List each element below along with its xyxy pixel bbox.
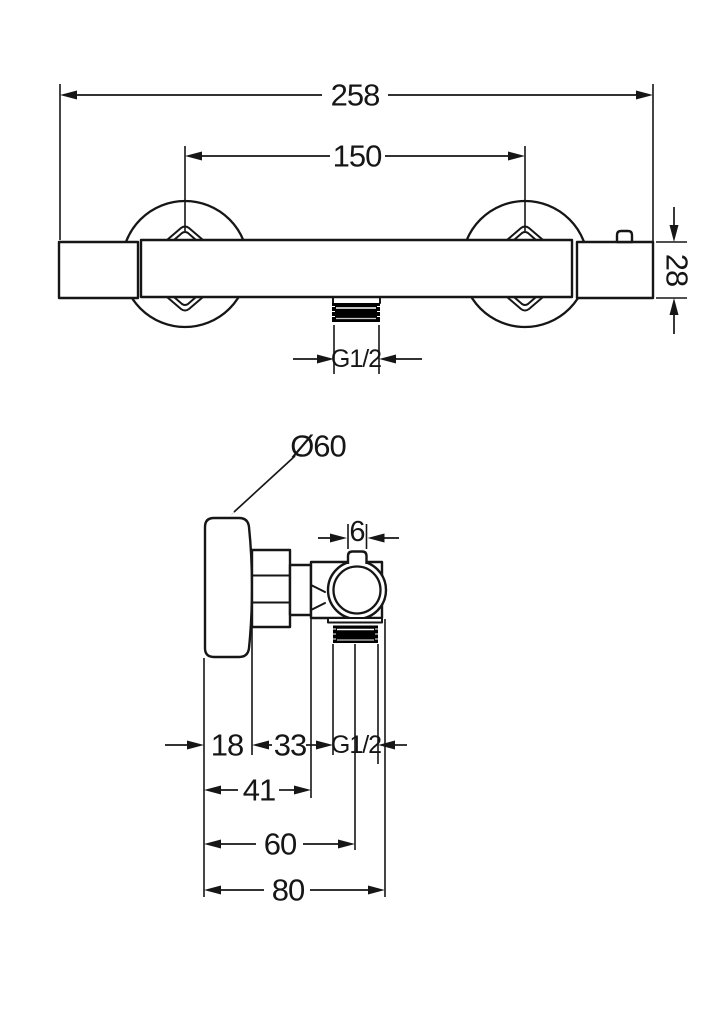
dim-label-flange-diameter: Ø60: [290, 429, 346, 464]
extension-lines: [203, 619, 386, 897]
left-bracket-bottom-inner: [173, 296, 197, 306]
bar-right-cap: [575, 240, 655, 300]
dim-label-depth-41: 41: [243, 773, 275, 808]
mixer-bar: [57, 225, 655, 312]
right-bracket-top-inner: [513, 231, 537, 241]
dim-row-60: 60: [204, 827, 355, 862]
bar-cross-section-inner: [332, 565, 382, 615]
top-tab: [346, 550, 368, 564]
dim-row-80: 80: [204, 873, 385, 908]
dim-total-width: 258: [59, 78, 654, 241]
dim-label-bar-height: 28: [660, 254, 695, 286]
dim-mount-spacing: 150: [184, 139, 526, 231]
nut-step: [288, 563, 313, 617]
right-bracket-bottom-inner: [513, 296, 537, 306]
outlet-collar: [327, 617, 383, 624]
dim-label-flange-depth: 18: [211, 728, 243, 763]
valve-body: [309, 550, 388, 624]
dim-label-nut-depth: 33: [274, 728, 306, 763]
dim-label-tab-width: 6: [349, 516, 364, 548]
diverter-button: [615, 229, 634, 244]
right-bracket-top: [506, 225, 544, 241]
left-bracket-bottom: [166, 296, 204, 312]
dim-flange-diameter: Ø60: [230, 429, 348, 516]
bar-left-cap: [57, 240, 140, 300]
right-bracket-bottom: [506, 296, 544, 312]
left-bracket-top: [166, 225, 204, 241]
clamp-detail: [310, 584, 326, 611]
left-bracket-top-inner: [173, 231, 197, 241]
connection-nut: [250, 548, 292, 629]
side-outlet-thread: [333, 625, 378, 643]
dim-label-depth-60: 60: [264, 827, 297, 862]
bar-cross-section-outer: [326, 559, 388, 621]
dim-label-outlet-thread-front: G1/2: [331, 345, 381, 373]
front-view: 258 150: [57, 78, 695, 374]
outlet-thread-block: [332, 303, 380, 322]
dim-outlet-thread-front: G1/2: [293, 325, 422, 374]
front-outlet: [332, 296, 381, 322]
side-view: Ø60: [165, 429, 407, 908]
dim-label-mount-spacing: 150: [333, 139, 382, 174]
dim-label-total-width: 258: [331, 78, 380, 113]
dim-tab-width: 6: [318, 516, 399, 549]
dim-label-depth-80: 80: [272, 873, 305, 908]
bar-body: [139, 238, 574, 299]
flange-profile: [203, 516, 254, 659]
dim-label-outlet-thread-side: G1/2: [331, 731, 381, 759]
dim-row-41: 41: [204, 773, 311, 808]
dim-bar-height: 28: [656, 207, 695, 334]
dim-row-18-33-thread: 18 33 G1/2: [165, 728, 407, 763]
